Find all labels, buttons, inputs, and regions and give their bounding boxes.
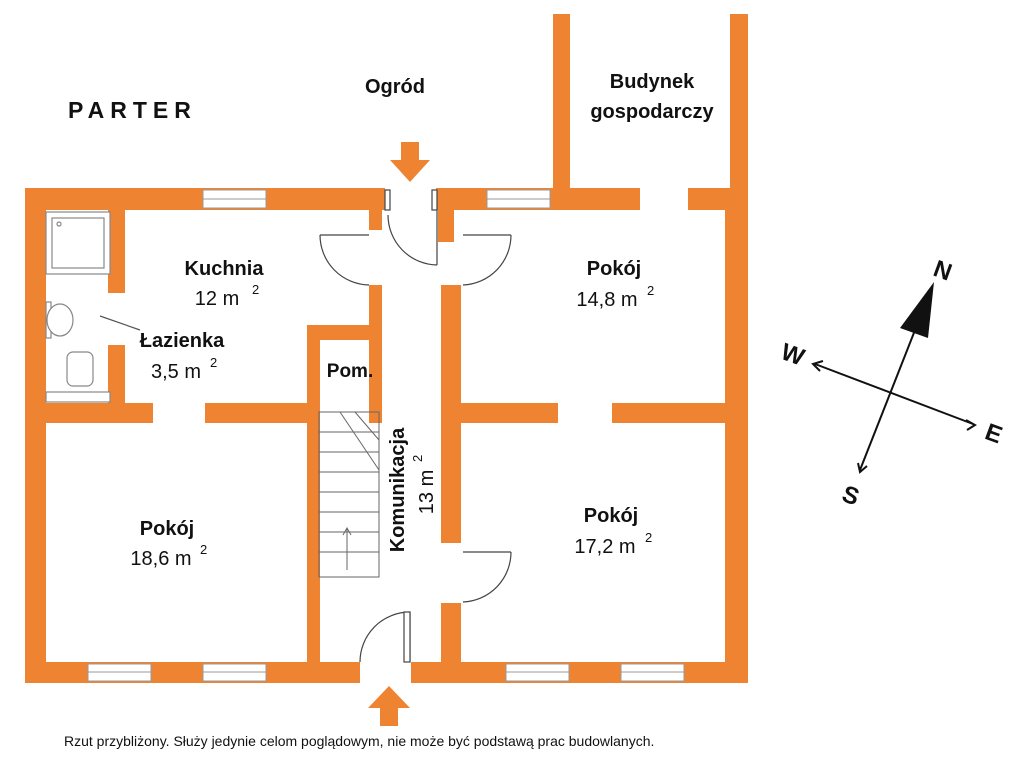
compass-s: S [838,481,862,512]
room-ne-sup: 2 [647,283,654,298]
room-utility-name: Pom. [327,361,373,382]
room-se-sup: 2 [645,530,652,545]
room-bathroom-sup: 2 [210,355,217,370]
label-garden: Ogród [365,76,425,98]
entry-arrows [368,142,430,726]
compass-e: E [981,419,1005,450]
room-bathroom-name: Łazienka [140,330,225,352]
label-outbuilding-line1: Budynek [610,71,695,93]
room-kitchen-name: Kuchnia [185,258,265,280]
room-corridor-area: 13 m [416,470,438,514]
room-ne-area: 14,8 m [576,289,637,311]
staircase [318,411,380,578]
doors [319,189,512,663]
room-sw-area: 18,6 m [130,548,191,570]
arrow-up-icon [368,686,410,726]
north-arrow-icon [900,282,934,338]
room-bathroom-area: 3,5 m [151,361,201,383]
compass-n: N [930,255,956,286]
room-ne-name: Pokój [587,258,641,280]
room-corridor-sup: 2 [410,455,425,462]
compass-rose [811,282,977,474]
compass-w: W [777,338,808,371]
arrow-down-icon [390,142,430,182]
room-se-name: Pokój [584,505,638,527]
toilet-icon [66,351,94,387]
bathroom-fixtures [45,211,141,403]
label-outbuilding-line2: gospodarczy [590,101,714,123]
room-sw-name: Pokój [140,518,194,540]
room-corridor-name: Komunikacja [387,427,409,552]
room-kitchen-sup: 2 [252,282,259,297]
floor-title: PARTER [68,97,197,123]
disclaimer-note: Rzut przybliżony. Służy jedynie celom po… [64,733,655,749]
room-se-area: 17,2 m [574,536,635,558]
room-kitchen-area: 12 m [195,288,239,310]
room-sw-sup: 2 [200,542,207,557]
